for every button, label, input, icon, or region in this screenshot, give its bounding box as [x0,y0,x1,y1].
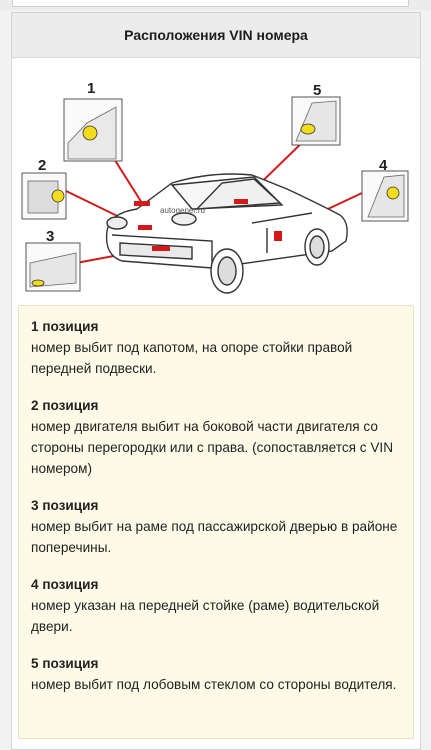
position-title: 4 позиция [31,577,99,592]
position-title: 3 позиция [31,498,99,513]
inset-position-1 [63,98,123,162]
card-title: Расположения VIN номера [12,13,420,58]
position-description: номер двигателя выбит на боковой части д… [31,419,394,476]
positions-info-box: 1 позиция номер выбит под капотом, на оп… [18,305,414,739]
marker-3: 3 [46,228,54,245]
vin-marks [134,199,282,251]
marker-2: 2 [38,157,46,174]
marker-5: 5 [313,82,321,99]
position-description: номер указан на передней стойке (раме) в… [31,598,380,634]
vin-location-diagram: autogener.ru [21,80,409,294]
inset-position-3 [25,242,81,292]
position-item-2: 2 позиция номер двигателя выбит на боков… [31,395,401,479]
position-item-1: 1 позиция номер выбит под капотом, на оп… [31,316,401,379]
previous-card-edge [0,0,431,10]
inset-position-2 [21,172,67,220]
inset-position-4 [361,170,409,222]
watermark: autogener.ru [160,206,205,215]
marker-1: 1 [87,80,95,97]
position-title: 2 позиция [31,398,99,413]
marker-4: 4 [379,157,388,174]
position-item-4: 4 позиция номер указан на передней стойк… [31,574,401,637]
position-description: номер выбит под лобовым стеклом со сторо… [31,677,397,692]
position-item-3: 3 позиция номер выбит на раме под пассаж… [31,495,401,558]
inset-position-5 [291,96,341,146]
vin-location-card: Расположения VIN номера autogener.r [11,12,421,750]
car-illustration [105,173,348,294]
position-item-5: 5 позиция номер выбит под лобовым стекло… [31,653,401,695]
position-description: номер выбит на раме под пассажирской две… [31,519,398,555]
position-title: 1 позиция [31,319,99,334]
position-description: номер выбит под капотом, на опоре стойки… [31,340,353,376]
position-title: 5 позиция [31,656,99,671]
